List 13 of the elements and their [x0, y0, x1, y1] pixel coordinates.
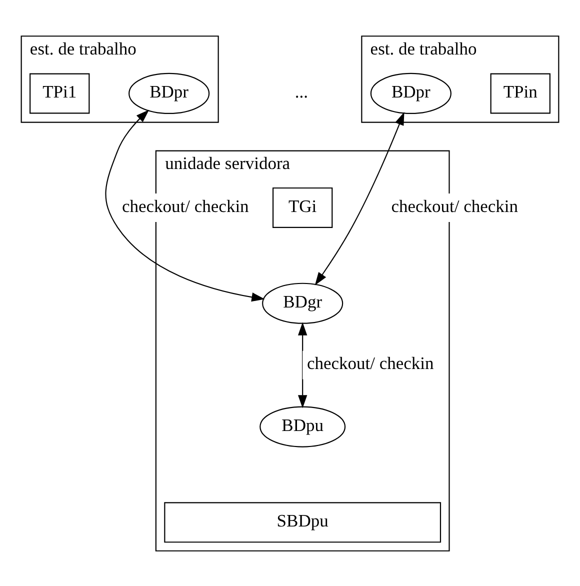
node-box: SBDpu	[164, 502, 442, 542]
label: ...	[294, 81, 308, 102]
arrow	[105, 109, 265, 302]
node-ellipse: BDpr	[128, 72, 210, 114]
node-box: TPin	[490, 72, 550, 114]
node-box: TPi1	[30, 72, 90, 114]
arrow	[298, 322, 308, 408]
node-ellipse: BDpr	[370, 72, 452, 114]
node-ellipse: BDpu	[260, 406, 346, 447]
node-ellipse: BDgr	[262, 282, 344, 324]
arrow	[314, 111, 404, 285]
node-box: TGi	[272, 186, 333, 228]
edge-label: checkout/ checkin	[306, 352, 434, 373]
